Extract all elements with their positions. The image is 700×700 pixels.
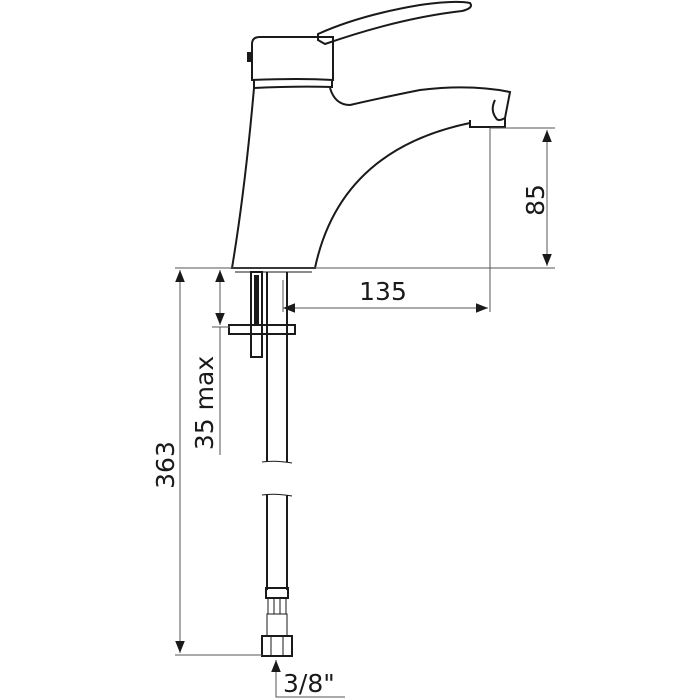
- label-363: 363: [151, 441, 180, 489]
- label-85: 85: [521, 184, 550, 216]
- fixing-plate: [228, 324, 296, 335]
- threaded-rod: [250, 271, 263, 358]
- aerator: [469, 118, 506, 128]
- label-connection: 3/8": [283, 669, 335, 698]
- hose-connector: [261, 587, 293, 657]
- collar: [253, 80, 333, 90]
- lever-handle: [317, 0, 472, 46]
- mounting-hardware: [228, 271, 296, 657]
- label-35-max: 35 max: [190, 356, 219, 450]
- indicator-icon: [247, 52, 252, 62]
- hose-lower: [266, 495, 288, 590]
- dimension-labels: 85 135 35 max 363 3/8": [151, 184, 550, 698]
- hex-nut: [261, 635, 293, 657]
- faucet-body: [230, 0, 512, 273]
- handle-cap: [251, 36, 334, 82]
- spout: [230, 86, 512, 269]
- dimension-lines: [175, 127, 555, 698]
- hose-upper: [266, 272, 288, 462]
- label-135: 135: [359, 277, 407, 306]
